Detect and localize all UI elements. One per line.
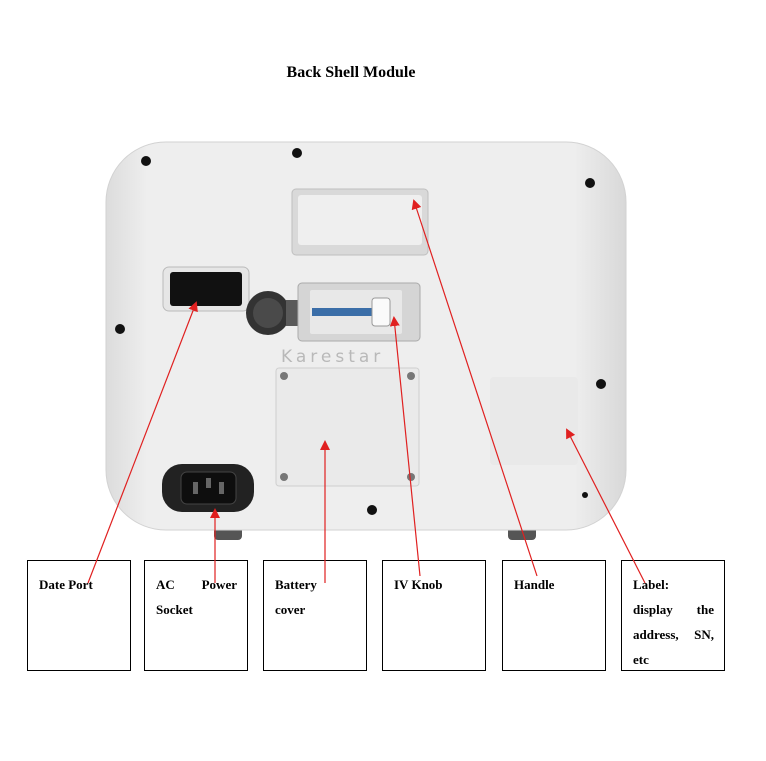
data-port-socket <box>170 272 242 306</box>
label-battery-cover: Battery cover <box>263 560 367 671</box>
label-iv-knob-text: IV Knob <box>394 577 443 592</box>
iv-knob-assembly <box>246 282 421 342</box>
label-battery-line1: Battery <box>275 577 317 592</box>
label-handle-text: Handle <box>514 577 555 592</box>
label-data-port: Date Port <box>27 560 131 671</box>
label-ac-power-socket: AC Power Socket <box>144 560 248 671</box>
label-iv-knob: IV Knob <box>382 560 486 671</box>
label-info-line2: display the <box>633 602 714 617</box>
label-handle: Handle <box>502 560 606 671</box>
label-info-line3: address, SN, <box>633 627 714 642</box>
label-ac-line1: AC Power <box>156 577 237 592</box>
label-ac-line2: Socket <box>156 602 193 617</box>
battery-cover-plate <box>275 367 420 487</box>
label-info-line1: Label: <box>633 577 670 592</box>
label-data-port-text: Date Port <box>39 577 93 592</box>
brand-watermark: Karestar <box>281 347 384 367</box>
label-label-info: Label: display the address, SN, etc <box>621 560 725 671</box>
label-info-line4: etc <box>633 652 649 667</box>
label-battery-line2: cover <box>275 602 306 617</box>
handle-inner <box>298 195 422 245</box>
label-area <box>490 377 578 465</box>
diagram-title: Back Shell Module <box>286 64 416 81</box>
